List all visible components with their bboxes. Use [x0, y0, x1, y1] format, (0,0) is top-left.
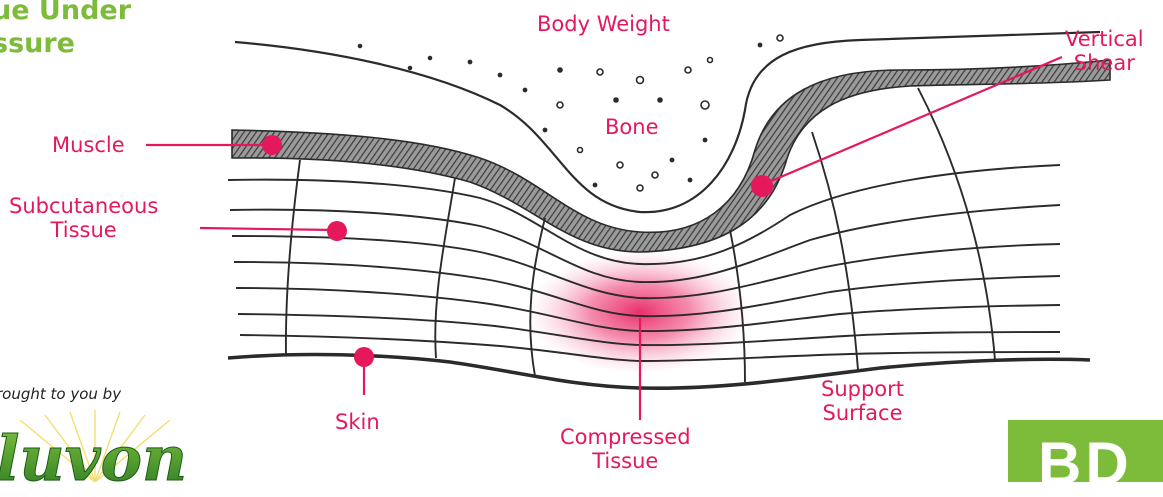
sponsor-logo-left: luvon	[0, 418, 195, 482]
skin-label: Skin	[335, 410, 380, 434]
tissue-diagram	[0, 0, 1163, 482]
body-outline	[235, 32, 1100, 212]
vertical-shear-label: Vertical Shear	[1065, 27, 1144, 75]
compressed-tissue-label: Compressed Tissue	[560, 425, 691, 473]
credit-text: rought to you by	[0, 385, 121, 403]
subcutaneous-marker	[327, 221, 347, 241]
subcutaneous-tissue-label: Subcutaneous Tissue	[9, 194, 158, 242]
sponsor-logo-right: BD	[1008, 420, 1163, 482]
bone-label: Bone	[605, 115, 658, 139]
body-weight-label: Body Weight	[537, 12, 670, 36]
muscle-marker	[262, 135, 282, 155]
sponsor-logo-text: luvon	[0, 422, 187, 482]
shear-marker	[751, 175, 773, 197]
skin-marker	[354, 347, 374, 367]
muscle-layer	[232, 60, 1110, 252]
sponsor-logo-right-text: BD	[1038, 434, 1133, 494]
support-surface-label: Support Surface	[821, 377, 904, 425]
muscle-label: Muscle	[52, 133, 125, 157]
